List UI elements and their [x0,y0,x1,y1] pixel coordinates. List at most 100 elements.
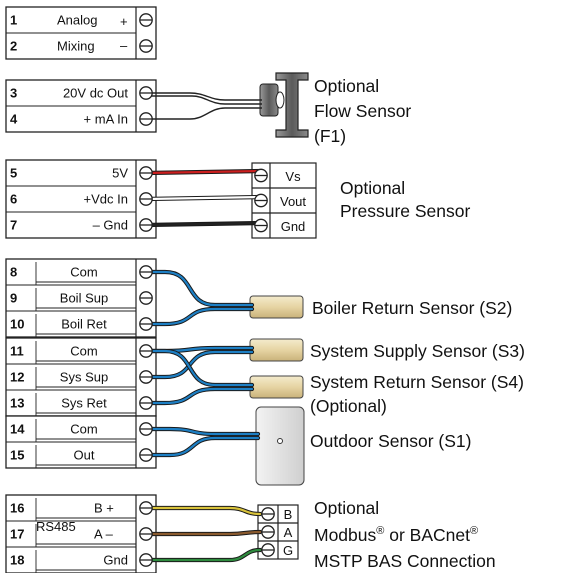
pressure-terminal-vs: Vs [285,169,301,184]
terminal-label-13: Sys Ret [61,396,107,411]
screw-icon [139,553,153,567]
bas-wire-g-outline [143,547,263,563]
bas-terminal-a: A [284,525,293,540]
terminal-number-3: 3 [10,86,17,101]
terminal-block-3 [5,159,157,239]
bas-terminal-b: B [284,507,293,522]
terminal-label-2: Mixing [57,39,95,54]
terminal-number-12: 12 [10,370,24,385]
flow-wire-2 [146,107,262,120]
screw-icon [139,527,153,541]
terminal-number-16: 16 [10,501,24,516]
rs485-label: RS485 [36,519,76,534]
bas-registered-2: ® [470,525,478,537]
outdoor-sensor-label: Outdoor Sensor (S1) [310,431,471,451]
bas-screw-icon [261,543,275,557]
terminal-number-11: 11 [10,344,24,359]
screw-icon [139,86,153,100]
bas-registered-1: ® [376,525,384,537]
terminal-label-11: Com [70,344,97,359]
terminal-label-8: Com [70,265,97,280]
screw-icon [139,501,153,515]
terminal-number-6: 6 [10,192,17,207]
bas-line3: MSTP BAS Connection [314,551,496,571]
terminal-label-16: B + [94,501,114,516]
screw-icon [139,39,153,53]
system-return-sensor-optional: (Optional) [310,396,387,416]
pressure-wire-5v [144,169,264,175]
terminal-label-17: A – [94,527,114,542]
system-supply-sensor-icon [249,338,304,362]
terminal-label-10: Boil Ret [61,317,107,332]
terminal-label-6: +Vdc In [84,192,128,207]
pressure-terminal-vout: Vout [280,194,306,209]
terminal-label-3: 20V dc Out [63,86,128,101]
system-return-sensor-icon [249,375,304,399]
terminal-number-8: 8 [10,265,17,280]
wires [143,92,265,563]
bas-modbus: Modbus [314,525,377,545]
screw-icon [139,192,153,206]
boiler-return-sensor-label: Boiler Return Sensor (S2) [312,298,512,318]
bas-wire-b [144,506,262,516]
pressure-wire-gnd [144,221,264,227]
screw-icon [139,448,153,462]
screw-icon [139,112,153,126]
terminal-label-14: Com [70,422,97,437]
screw-icon [139,317,153,331]
terminal-label-4: + mA In [84,112,128,127]
terminal-number-2: 2 [10,39,17,54]
pressure-sensor-line1: Optional [340,178,405,198]
screw-icon [139,396,153,410]
pressure-screw-icon [254,168,268,183]
flow-wire-1 [146,92,262,101]
system-supply-sensor-label: System Supply Sensor (S3) [310,341,525,361]
terminal-number-7: 7 [10,218,17,233]
terminal-number-9: 9 [10,291,17,306]
analog-plus-sign: + [120,14,128,29]
terminal-label-7: – Gnd [93,218,128,233]
pressure-screw-icon [254,218,268,233]
terminal-number-13: 13 [10,396,24,411]
bas-wire-a [144,530,262,536]
flow-sensor-line1: Optional [314,76,379,96]
bas-screw-icon [261,507,275,521]
bas-terminal-g: G [283,543,293,558]
terminal-blocks [5,6,157,573]
terminal-block-7 [5,494,157,573]
terminal-number-18: 18 [10,553,24,568]
terminal-label-12: Sys Sup [60,370,108,385]
screw-icon [139,218,153,232]
terminal-label-9: Boil Sup [60,291,108,306]
terminal-label-5: 5V [112,166,128,181]
flow-wire-1b [146,95,262,105]
screw-icon [139,13,153,27]
bas-wire-g [144,548,262,562]
flow-sensor-icon [259,72,309,138]
outdoor-sensor-icon [255,406,305,486]
screw-icon [139,166,153,180]
boiler-return-sensor-icon [249,295,304,319]
pressure-terminal-gnd: Gnd [281,219,306,234]
pressure-screw-icon [254,193,268,208]
screws [139,13,275,567]
analog-minus-sign: – [120,38,128,53]
bas-or-bacnet: or BACnet [384,525,470,545]
pressure-sensor-line2: Pressure Sensor [340,201,471,221]
screw-icon [139,370,153,384]
system-return-wire-b [144,387,254,405]
terminal-number-14: 14 [10,422,25,437]
terminal-number-5: 5 [10,166,17,181]
terminal-label-1: Analog [57,13,97,28]
terminal-number-1: 1 [10,13,17,28]
screw-icon [139,422,153,436]
system-supply-wire-b [144,350,254,379]
screw-icon [139,265,153,279]
boiler-return-wire-b [144,307,254,326]
terminal-number-15: 15 [10,448,24,463]
flow-sensor-line2: Flow Sensor [314,101,411,121]
bas-line1: Optional [314,498,379,518]
system-return-wire-a [144,349,254,387]
screw-icon [139,344,153,358]
